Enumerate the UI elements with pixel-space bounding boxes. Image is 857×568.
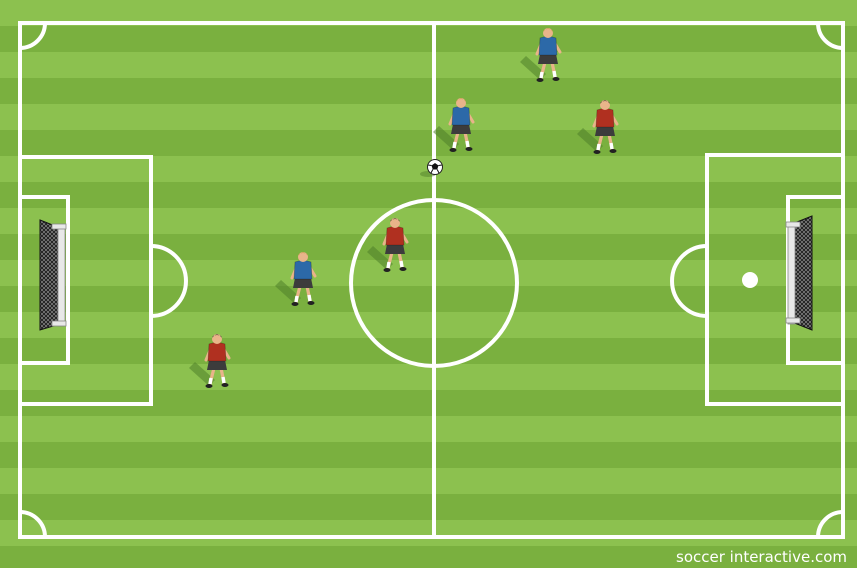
soccer-interactive-watermark: soccer interactive.com bbox=[676, 548, 847, 566]
penalty-spot-icon bbox=[742, 272, 758, 288]
right-goal bbox=[786, 216, 812, 330]
left-goal bbox=[40, 220, 66, 330]
